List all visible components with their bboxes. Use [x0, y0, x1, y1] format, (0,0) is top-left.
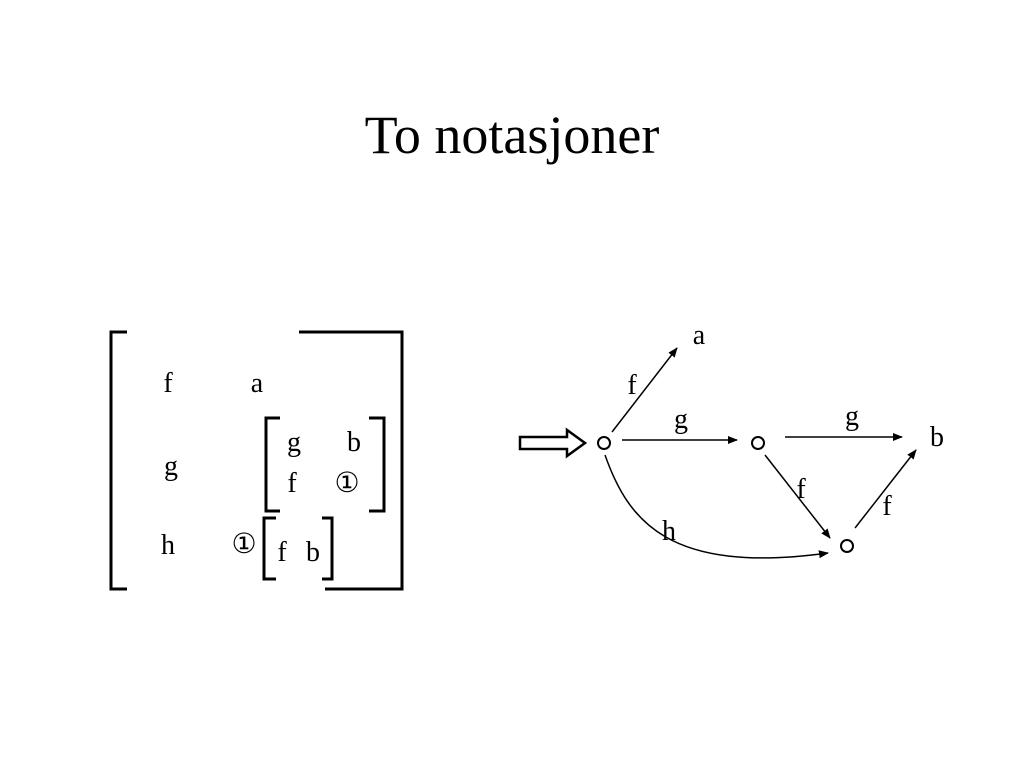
- node-start: [597, 436, 611, 450]
- inner-right-bracket-h: [322, 516, 334, 581]
- edge-start-to-low: [604, 454, 829, 559]
- edge-mid-to-b-label: g: [845, 401, 859, 432]
- matrix-row3-inner-key: f: [277, 537, 287, 568]
- matrix-row2-key: g: [164, 451, 178, 482]
- edge-start-to-a: [611, 347, 678, 433]
- leaf-a-label: a: [693, 320, 706, 351]
- matrix-row3-inner-value: b: [306, 537, 320, 568]
- edge-mid-to-low-label: f: [796, 474, 806, 505]
- graph-nodes: [597, 436, 854, 553]
- bracket-notation: [109, 330, 404, 591]
- inner-left-bracket-h: [262, 516, 276, 581]
- slide-title: To notasjoner: [364, 105, 660, 165]
- leaf-b-label: b: [930, 422, 944, 453]
- matrix-row3-key: h: [161, 530, 175, 561]
- edge-mid-to-low: [764, 454, 831, 539]
- outer-right-bracket: [299, 330, 404, 591]
- matrix-row2-inner-row1-key: g: [287, 427, 301, 458]
- inner-left-bracket-g: [264, 416, 280, 513]
- matrix-row1-value: a: [251, 368, 264, 399]
- start-arrow-icon: [518, 427, 588, 459]
- matrix-row3-value: ①: [231, 529, 256, 560]
- matrix-row2-inner-row1-value: b: [347, 427, 361, 458]
- graph-edges: [604, 347, 917, 559]
- edge-low-to-b-label: f: [882, 491, 892, 522]
- matrix-row2-inner-row2-key: f: [287, 468, 297, 499]
- node-low: [840, 539, 854, 553]
- edge-low-to-b: [854, 449, 917, 529]
- edge-start-to-a-label: f: [627, 370, 637, 401]
- edge-start-to-low-label: h: [662, 516, 676, 547]
- outer-left-bracket: [109, 330, 127, 591]
- inner-right-bracket-g: [369, 416, 386, 513]
- matrix-row2-inner-row2-value: ①: [334, 468, 359, 499]
- matrix-row1-key: f: [163, 368, 173, 399]
- node-mid: [751, 436, 765, 450]
- edge-start-to-mid-label: g: [674, 404, 688, 435]
